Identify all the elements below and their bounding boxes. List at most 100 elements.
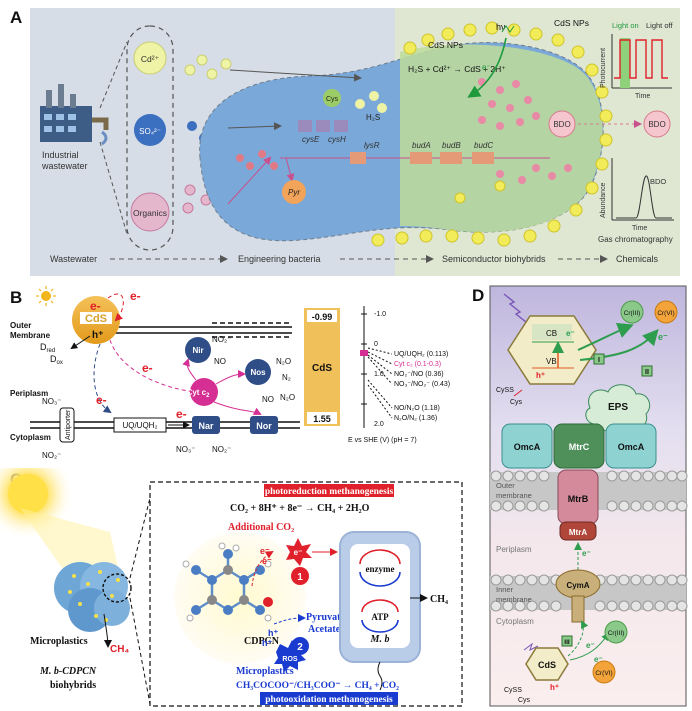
d-cr3-bottom: Cr(III)	[608, 630, 625, 637]
source-label-2: wastewater	[41, 161, 88, 171]
panel-a-letter: A	[10, 8, 23, 27]
d-roman-3: III	[564, 639, 570, 646]
d-eps: EPS	[608, 402, 628, 413]
b-periplasm: Periplasm	[10, 389, 48, 398]
b-tick-4: 2.0	[374, 421, 384, 428]
d-inner-1: Inner	[496, 585, 514, 594]
d-outer-2: membrane	[496, 491, 532, 500]
gene-cysE: cysE	[302, 135, 320, 144]
metabolite-bdo-in: BDO	[553, 120, 570, 129]
b-tick-1: -1.0	[374, 311, 386, 318]
metabolite-pyr: Pyr	[288, 188, 300, 197]
d-cys-top: Cys	[510, 399, 523, 406]
panel-a: A Industrial wastewater Cd²⁺ SO₄²⁻	[0, 0, 692, 278]
b-no2-nir: NO₂⁻	[212, 335, 231, 344]
metabolite-bdo-out: BDO	[648, 120, 665, 129]
gene-budB: budB	[442, 141, 461, 150]
d-omca-2: OmcA	[618, 442, 645, 452]
d-roman-1: I	[598, 357, 600, 364]
microplastic-cluster	[54, 562, 130, 632]
ion-organics: Organics	[133, 208, 167, 218]
b-cds-sphere: CdS	[85, 313, 107, 325]
b-no-nir: NO	[214, 357, 226, 366]
b-nir: Nir	[192, 346, 203, 355]
d-e-5: e⁻	[586, 641, 595, 650]
c-biohybrid-label: biohybrids	[50, 680, 96, 691]
panel-d-figure: CB VB h⁺ e⁻ CySS Cys Cr(III) Cr(VI) I II…	[489, 285, 688, 707]
gene-budC: budC	[474, 141, 493, 150]
b-dox: Dox	[50, 354, 63, 366]
stage-2: Engineering bacteria	[238, 254, 321, 264]
b-bar-top: -0.99	[312, 312, 333, 322]
b-outer-1: Outer	[10, 321, 31, 330]
c-enzyme: enzyme	[366, 564, 395, 574]
b-bar-bottom: 1.55	[313, 414, 331, 424]
d-cys-bottom: Cys	[518, 697, 531, 704]
b-cyt: Cyt c2	[187, 388, 211, 399]
gene-cysH: cysH	[328, 135, 346, 144]
b-no2-cyto: NO₂⁻	[42, 451, 61, 460]
metabolite-h2s: H₂S	[366, 113, 380, 122]
d-roman-2: II	[645, 369, 649, 376]
d-e-6: e⁻	[594, 655, 603, 664]
b-n2-nos: N₂	[282, 373, 291, 382]
d-mtra: MtrA	[569, 528, 587, 537]
b-n2o-nos: N₂O	[276, 357, 291, 366]
light-on: Light on	[612, 21, 639, 30]
c-h-2: h⁺	[262, 638, 272, 648]
gc-xlabel: Time	[632, 225, 647, 232]
panel-b-letter: B	[10, 288, 23, 307]
d-e-2: e⁻	[646, 332, 656, 342]
panel-d: D CB VB h⁺ e⁻ CySS Cys Cr(III) Cr(VI) I …	[470, 280, 692, 711]
b-e-5: e-	[176, 407, 187, 421]
d-cr3-top: Cr(III)	[624, 310, 641, 317]
b-no3-nar: NO₃⁻	[176, 445, 195, 454]
d-mtrc: MtrC	[569, 442, 590, 452]
cds-nps-1: CdS NPs	[428, 40, 463, 50]
ion-cd: Cd²⁺	[141, 54, 160, 64]
c-electron-burst	[286, 538, 312, 566]
b-e-1: e-	[90, 299, 101, 313]
d-cytoplasm: Cytoplasm	[496, 617, 534, 626]
b-uq: UQ/UQH₂	[122, 421, 157, 430]
panel-d-letter: D	[472, 286, 485, 305]
d-e-4: e⁻	[582, 549, 591, 558]
b-e-4: e-	[96, 393, 107, 407]
panel-a-figure: Industrial wastewater Cd²⁺ SO₄²⁻ Organic…	[30, 8, 680, 276]
b-h: h⁺	[92, 330, 103, 341]
d-e-1: e⁻	[566, 329, 575, 338]
stage-3: Semiconductor biohybrids	[442, 254, 546, 264]
stage-1: Wastewater	[50, 254, 97, 264]
d-cyss-top: CySS	[496, 387, 514, 394]
c-acetate: Acetate	[308, 624, 341, 635]
b-cytoplasm: Cytoplasm	[10, 433, 51, 442]
c-step2: 2	[297, 642, 303, 653]
gene-lysR: lysR	[364, 141, 380, 150]
gc-plot	[611, 158, 674, 221]
panel-b-figure: CdS e- h⁺ Dred Dox Outer Membrane Peripl…	[10, 286, 450, 460]
b-pot-4: NO₃⁻/NO₂⁻ (0.43)	[394, 381, 450, 388]
panel-b: B CdS e- h⁺ Dred Dox Outer Membrane	[0, 280, 468, 466]
gene-budA: budA	[412, 141, 431, 150]
c-microplastics-outer: Microplastics	[30, 636, 88, 647]
c-additional-co2: Additional CO₂	[228, 522, 294, 533]
c-cdpcn: CDPCN	[244, 636, 280, 647]
panel-c: C CH₄ Microplastics M. b-CDPCN biohybrid…	[0, 468, 468, 711]
photocurrent-ylabel: Photocurrent	[600, 48, 607, 88]
d-h-2: h⁺	[550, 683, 559, 692]
d-h-1: h⁺	[536, 371, 545, 380]
cds-nps-2: CdS NPs	[554, 18, 589, 28]
b-e-3: e-	[142, 361, 153, 375]
d-outer-1: Outer	[496, 481, 515, 490]
b-nos: Nos	[250, 368, 266, 377]
d-e-3: e⁻	[658, 332, 668, 342]
c-e-burst: e⁻	[294, 548, 303, 557]
d-mtrb: MtrB	[568, 494, 589, 504]
c-eq-top: CO₂ + 8H⁺ + 8e⁻ → CH₄ + 2H₂O	[230, 503, 370, 514]
c-mb: M. b	[370, 634, 390, 645]
d-cyma: CymA	[566, 581, 589, 590]
d-cr6-top: Cr(VI)	[657, 310, 674, 317]
c-ros: ROS	[282, 656, 298, 663]
b-pot-3: NO₂⁻/NO (0.36)	[394, 371, 444, 378]
b-pot-2: Cyt c₂ (0.1-0.3)	[394, 361, 441, 368]
